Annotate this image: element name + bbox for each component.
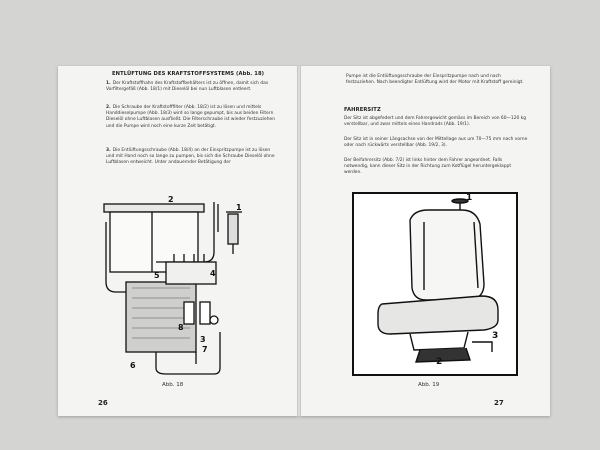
instruction-item: 1.Der Kraftstoffhahn des Kraftstoffbehäl… [106, 81, 278, 93]
figure-label: 6 [130, 361, 136, 370]
figure-label: 7 [202, 345, 208, 354]
item-text: Die Schraube der Kraftstofffilter (Abb. … [106, 105, 275, 129]
body-paragraph: Der Sitz ist abgefedert und dem Fahrerge… [344, 116, 527, 128]
figure-label: 2 [436, 357, 442, 367]
figure-label: 5 [154, 271, 160, 280]
item-text: Die Entlüftungsschraube (Abb. 18/4) an d… [106, 148, 275, 166]
right-heading: FAHRERSITZ [344, 107, 381, 113]
figure-label: 4 [210, 269, 216, 278]
item-number: 1. [106, 81, 111, 86]
item-number: 3. [106, 148, 111, 153]
figure-label: 1 [236, 203, 242, 212]
figure-label: 8 [178, 323, 184, 332]
body-paragraph: Der Beifahrersitz (Abb. 7/2) ist links h… [344, 158, 512, 176]
item-number: 2. [106, 105, 111, 110]
left-heading: ENTLÜFTUNG DES KRAFTSTOFFSYSTEMS (Abb. 1… [112, 71, 265, 77]
figure-label: 3 [492, 331, 498, 341]
page-number: 27 [494, 399, 504, 407]
driver-seat-illustration: 1 2 3 [352, 192, 518, 376]
instruction-item: 3.Die Entlüftungsschraube (Abb. 18/4) an… [106, 148, 278, 167]
figure-label: 2 [168, 195, 174, 204]
instruction-item: 2.Die Schraube der Kraftstofffilter (Abb… [106, 105, 278, 130]
intro-paragraph: Pumpe ist die Entlüftungsschraube der Ei… [346, 74, 524, 86]
figure-caption: Abb. 18 [162, 382, 184, 388]
body-paragraph: Der Sitz ist in seiner Längsachse von de… [344, 137, 528, 149]
figure-label: 3 [200, 335, 206, 344]
figure-caption: Abb. 19 [418, 382, 440, 388]
book-spine [297, 66, 301, 416]
item-text: Der Kraftstoffhahn des Kraftstoffbehälte… [106, 81, 269, 93]
page-number: 26 [98, 399, 108, 407]
figure-label: 1 [466, 193, 472, 203]
fuel-system-diagram: 2 4 5 3 6 8 7 1 [103, 195, 242, 375]
